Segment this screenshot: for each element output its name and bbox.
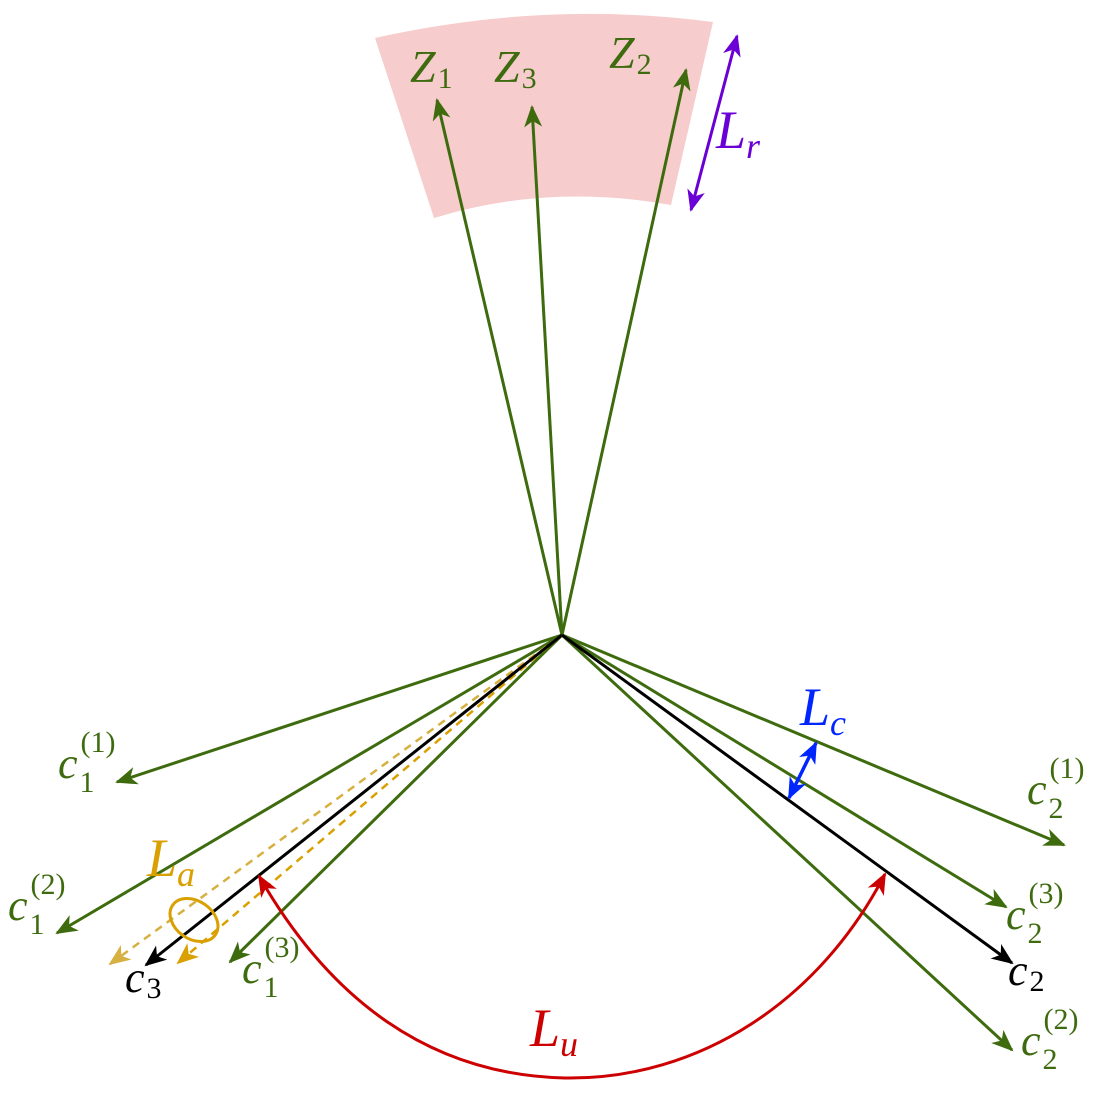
arrow-la-dashed-light <box>108 636 559 966</box>
arrow-c2 <box>561 633 1014 965</box>
label-c3: c3 <box>125 953 162 1005</box>
label-c1-1: c1(1) <box>58 726 116 799</box>
label-lr: Lr <box>715 100 761 166</box>
label-c2-3: c2(3) <box>1006 877 1064 950</box>
arrow-c1-3 <box>228 633 564 964</box>
arrow-z1 <box>432 98 564 636</box>
label-z2: Z2 <box>609 27 652 81</box>
lu-curved-arrow <box>257 872 887 1080</box>
label-la: La <box>146 828 195 894</box>
arrow-c2-1 <box>561 633 1066 847</box>
label-lu: Lu <box>529 998 578 1064</box>
arrow-c2-2 <box>560 633 1014 1052</box>
arrow-la-dashed <box>176 637 559 965</box>
arrow-z2 <box>560 68 691 636</box>
label-c2-2: c2(2) <box>1021 1003 1079 1076</box>
la-ellipse <box>168 896 220 944</box>
label-lc: Lc <box>799 677 846 743</box>
arrow-c3 <box>144 633 563 967</box>
arrow-c1-1 <box>115 633 563 785</box>
lr-double-arrow <box>687 34 741 212</box>
label-c1-3: c1(3) <box>242 931 300 1004</box>
label-z3: Z3 <box>494 41 537 95</box>
label-c2-1: c2(1) <box>1027 752 1085 825</box>
arrow-c1-2 <box>55 633 563 935</box>
arrow-c2-3 <box>561 633 1008 909</box>
label-c2: c2 <box>1008 946 1045 998</box>
label-c1-2: c1(2) <box>8 868 66 941</box>
arrow-z3 <box>524 105 564 636</box>
lc-double-arrow <box>787 741 818 800</box>
label-z1: Z1 <box>410 41 453 95</box>
pink-region <box>375 13 713 218</box>
